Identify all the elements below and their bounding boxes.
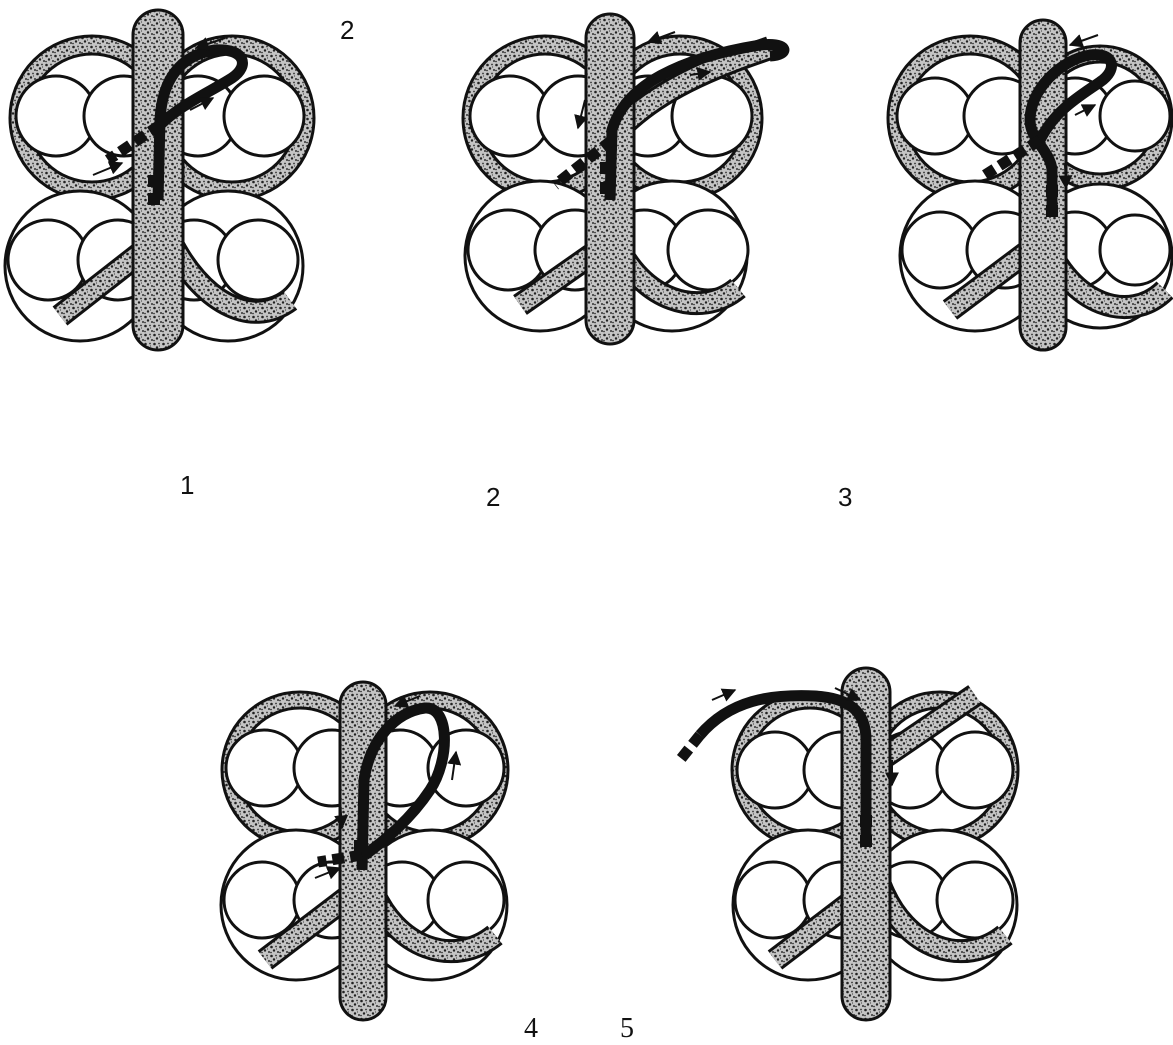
lace-end-tip: [860, 815, 872, 827]
lace-end-tip: [354, 840, 366, 852]
figure-4: [221, 682, 508, 1020]
figure-2: [463, 14, 784, 344]
figure-3-label: 3: [838, 484, 852, 510]
figure-5-label: 5: [620, 1015, 634, 1043]
figure-4-label: 4: [524, 1015, 538, 1043]
figure-2-label: 2: [486, 484, 500, 510]
figure-5: [680, 668, 1018, 1020]
lace-end-tip: [1046, 185, 1058, 197]
lace-end-tip: [148, 175, 160, 187]
lace-end-tip: [600, 162, 612, 174]
top-marker-label: 2: [340, 17, 354, 43]
figure-1: [5, 10, 314, 350]
figure-3: [888, 20, 1172, 350]
figure-1-label: 1: [180, 472, 194, 498]
